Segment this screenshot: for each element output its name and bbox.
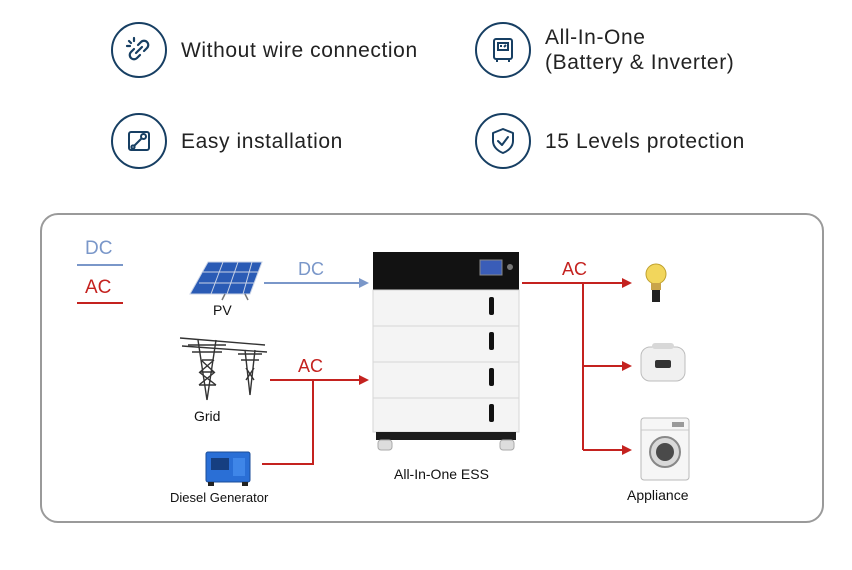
dc-flow-label: DC xyxy=(298,259,324,279)
appliance-label: Appliance xyxy=(627,487,689,503)
ac-output-lines xyxy=(522,278,632,455)
feature-label: 15 Levels protection xyxy=(545,129,745,153)
grid-label: Grid xyxy=(194,408,221,424)
chain-link-icon xyxy=(111,22,167,78)
ac-output-label: AC xyxy=(562,259,588,279)
feature-protection: 15 Levels protection xyxy=(475,113,745,169)
diesel-generator-icon xyxy=(205,451,251,486)
feature-label: All-In-One (Battery & Inverter) xyxy=(545,26,735,74)
generator-label: Diesel Generator xyxy=(170,490,269,505)
system-diagram-panel xyxy=(40,213,824,523)
ess-label: All-In-One ESS xyxy=(394,466,489,482)
legend-ac-label: AC xyxy=(85,277,112,298)
feature-installation: Easy installation xyxy=(111,113,343,169)
shield-check-icon xyxy=(475,113,531,169)
wrench-icon xyxy=(111,113,167,169)
ess-cabinet xyxy=(372,252,520,451)
light-bulb-icon xyxy=(645,263,667,302)
feature-label: Easy installation xyxy=(181,129,343,153)
inverter-icon xyxy=(475,22,531,78)
rice-cooker-icon xyxy=(640,343,686,382)
solar-panel-icon xyxy=(189,261,263,301)
ac-input-generator-line xyxy=(262,380,314,465)
feature-label: Without wire connection xyxy=(181,38,418,62)
legend-dc-label: DC xyxy=(85,238,113,259)
feature-wire: Without wire connection xyxy=(111,22,418,78)
washing-machine-icon xyxy=(640,417,690,481)
pv-label: PV xyxy=(213,302,232,318)
grid-tower-icon xyxy=(179,337,268,401)
ac-input-label: AC xyxy=(298,356,324,376)
feature-all-in-one: All-In-One (Battery & Inverter) xyxy=(475,22,734,78)
